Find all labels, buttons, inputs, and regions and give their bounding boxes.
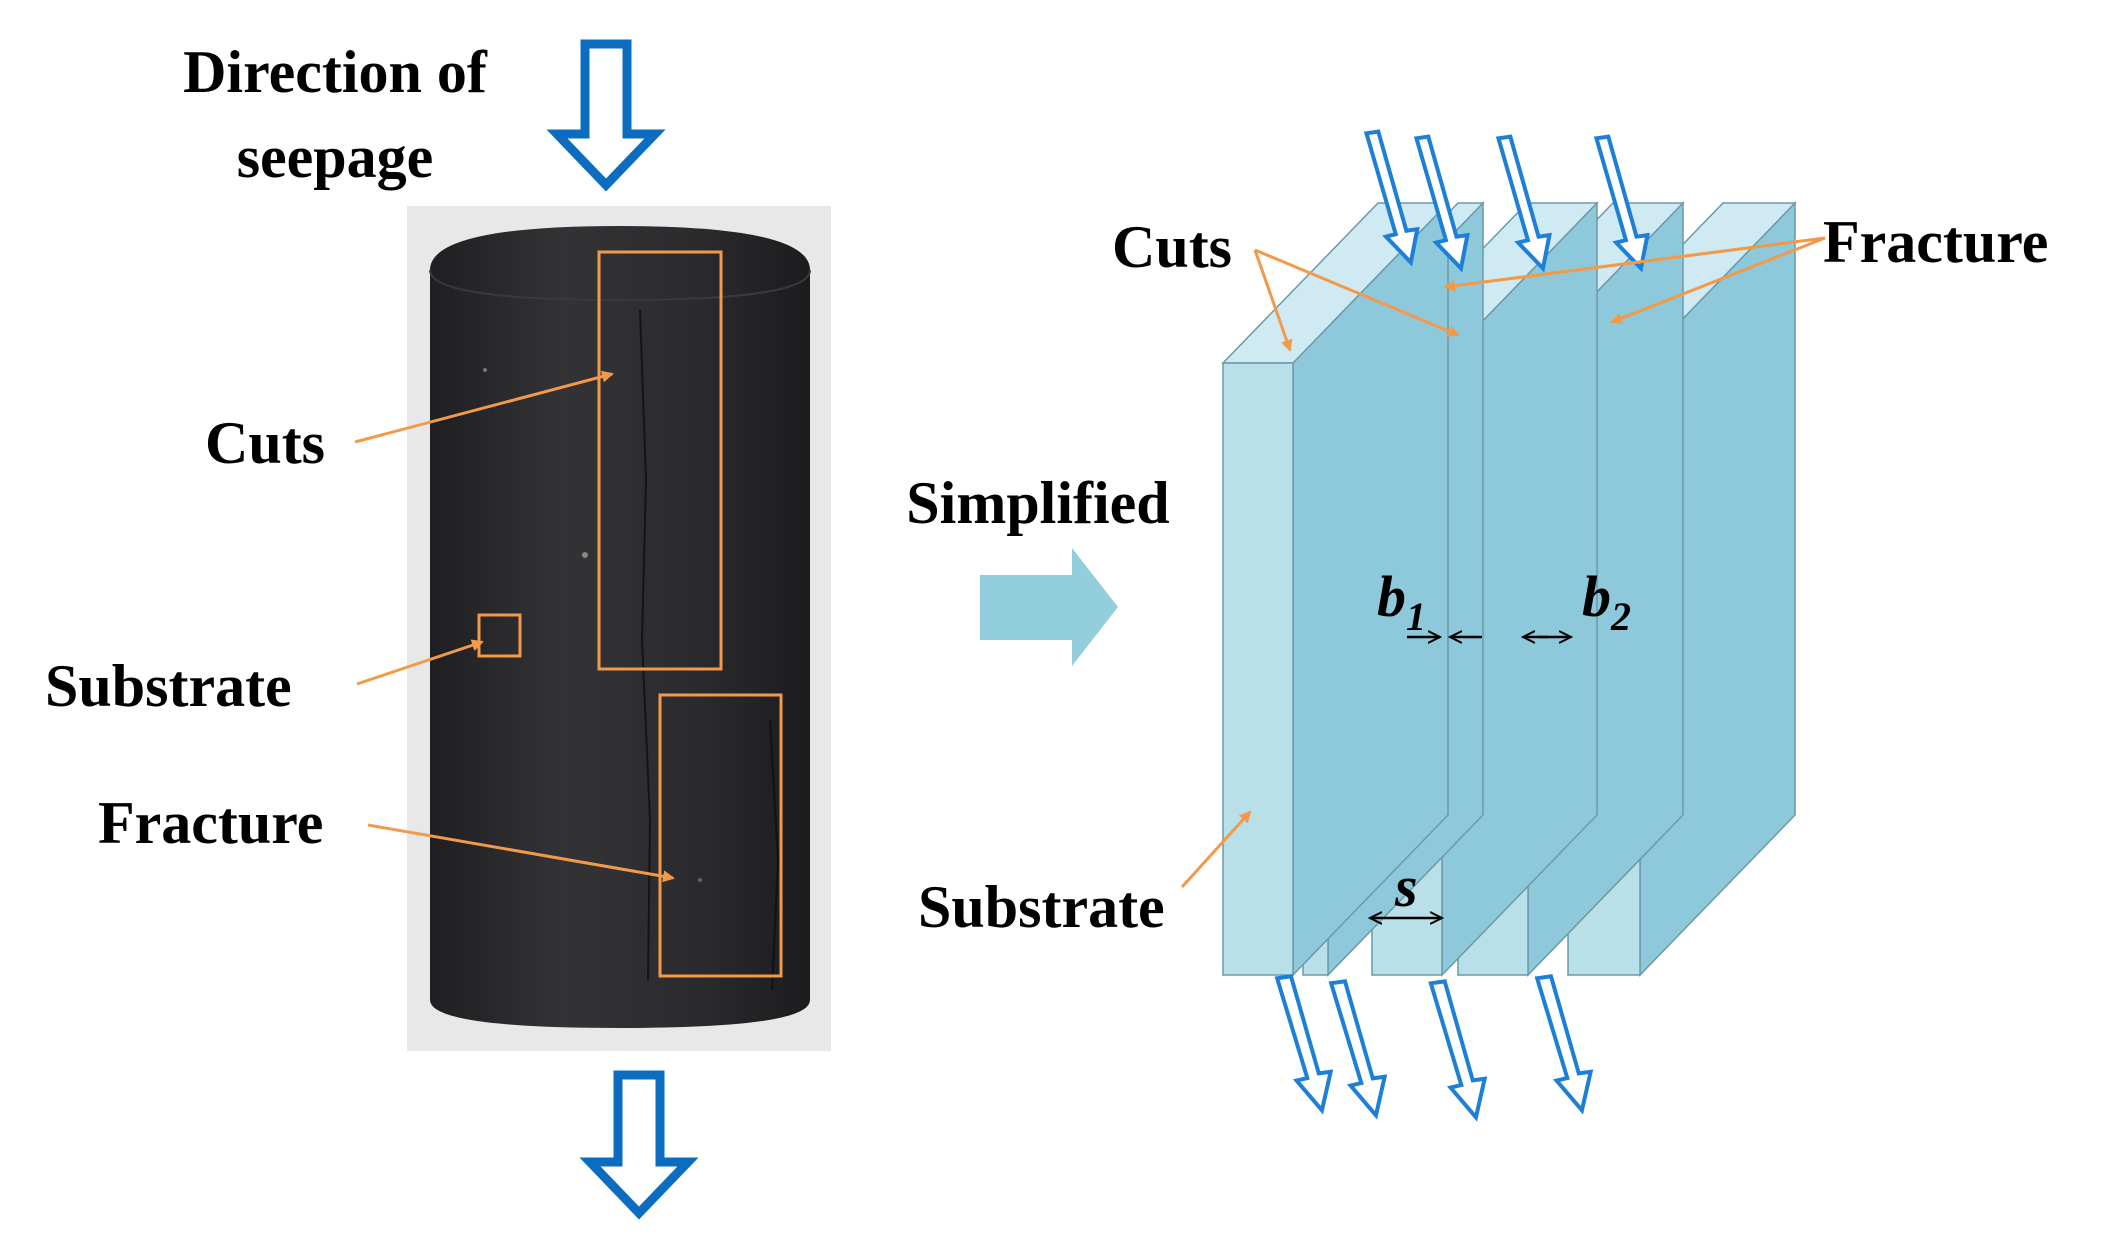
simplified-arrow-icon (980, 548, 1118, 666)
right-substrate-leader (1180, 810, 1252, 889)
b1-subscript: 1 (1406, 594, 1426, 639)
inflow-arrow-3-icon (1495, 134, 1552, 273)
direction-of-seepage-label-line1: Direction of (183, 39, 488, 105)
left-substrate-label: Substrate (45, 653, 292, 719)
b2-label: b2 (1582, 564, 1631, 639)
seepage-outflow-arrow-icon (579, 1070, 699, 1220)
left-substrate-leader (356, 639, 484, 686)
right-fracture-label: Fracture (1823, 209, 2048, 275)
outflow-arrows (1274, 974, 1594, 1122)
b1-label: b1 (1377, 564, 1426, 639)
inflow-arrows (1363, 129, 1650, 273)
cuts-highlight-box (597, 250, 723, 671)
b2-subscript: 2 (1610, 594, 1631, 639)
left-fracture-leader (367, 823, 675, 883)
outflow-arrow-2-icon (1328, 979, 1388, 1120)
left-fracture-label: Fracture (98, 790, 323, 856)
left-cuts-label: Cuts (205, 410, 325, 476)
inflow-arrow-4-icon (1593, 134, 1650, 273)
inflow-arrow-1-icon (1363, 129, 1420, 267)
inflow-arrow-2-icon (1413, 134, 1470, 273)
substrate-highlight-box (477, 613, 522, 658)
simplified-label: Simplified (906, 470, 1169, 536)
slab-model (1221, 201, 1797, 977)
outflow-arrow-1-icon (1274, 974, 1334, 1115)
right-substrate-label: Substrate (918, 874, 1165, 940)
s-label: s (1394, 854, 1418, 919)
right-cuts-label: Cuts (1112, 214, 1232, 280)
core-sample (429, 226, 811, 1028)
seepage-inflow-arrow-icon (546, 39, 666, 192)
right-fracture-leader-1 (1443, 236, 1826, 292)
outflow-arrow-3-icon (1428, 979, 1488, 1122)
right-cuts-leader-2 (1254, 248, 1460, 337)
right-fracture-leader-2 (1610, 236, 1826, 324)
left-cuts-leader (354, 370, 614, 444)
slab-1-front (1222, 362, 1294, 976)
right-cuts-leader-1 (1253, 249, 1293, 352)
outflow-arrow-4-icon (1534, 974, 1594, 1115)
fracture-highlight-box (658, 693, 783, 978)
direction-of-seepage-label-line2: seepage (237, 124, 434, 190)
